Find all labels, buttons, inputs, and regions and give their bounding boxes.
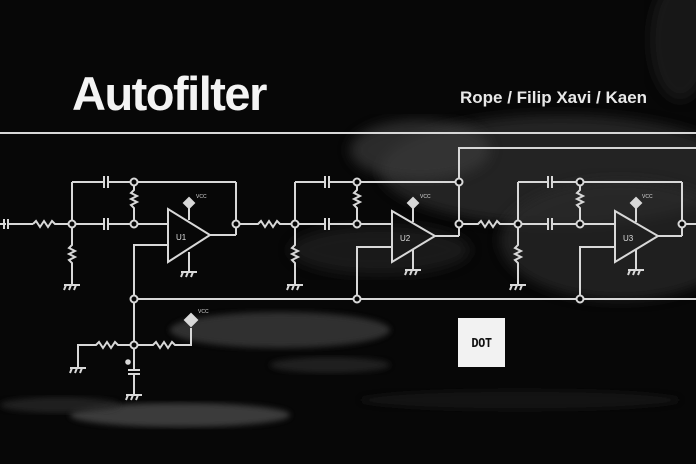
bias-network <box>69 294 199 401</box>
input-resistor <box>32 219 72 229</box>
opamp-label-u3: U3 <box>623 234 634 243</box>
filter-stage-1 <box>32 176 241 299</box>
vcc-label-u2: VCC <box>420 194 431 200</box>
opamp-u3 <box>614 209 660 264</box>
filter-stage-3 <box>509 176 696 304</box>
opamp-u1 <box>167 207 212 264</box>
filter-stage-2 <box>286 176 464 304</box>
vcc-label-u1: VCC <box>196 194 207 200</box>
vcc-label-u3: VCC <box>642 194 653 200</box>
label-logo-text: DOT <box>471 335 492 350</box>
opamp-u2 <box>391 209 437 264</box>
opamp-label-u1: U1 <box>176 233 187 242</box>
release-title: Autofilter <box>72 67 267 120</box>
artist-names: Rope / Filip Xavi / Kaen <box>460 88 648 107</box>
feedback-wire <box>458 147 696 182</box>
label-logo: DOT <box>458 318 505 367</box>
opamp-label-u2: U2 <box>400 234 411 243</box>
vcc-label-bias: VCC <box>198 309 209 315</box>
